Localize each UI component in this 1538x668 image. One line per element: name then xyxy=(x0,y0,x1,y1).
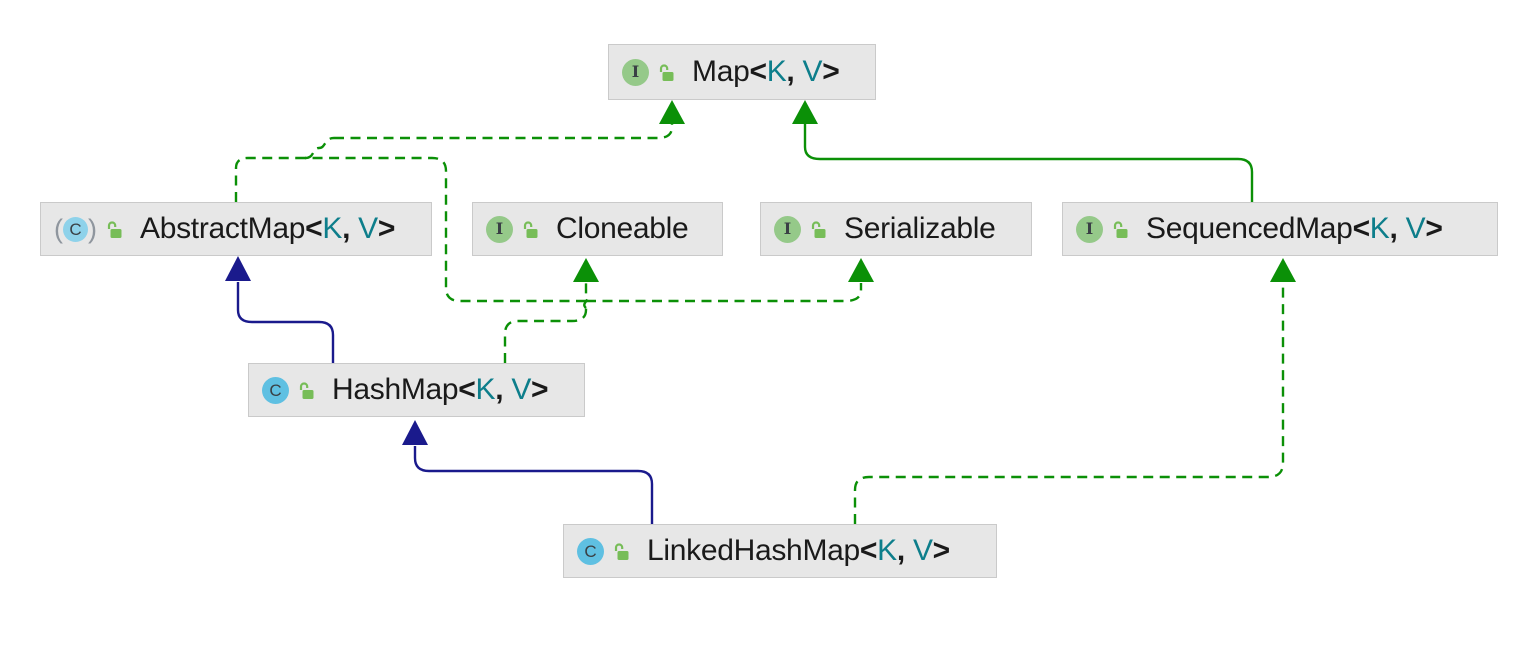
abstract-paren-left: ( xyxy=(54,213,63,244)
interface-icon: I xyxy=(622,58,649,86)
node-label: Map<K, V> xyxy=(692,55,840,88)
interface-icon-letter: I xyxy=(495,219,504,238)
class-node-serializable[interactable]: I Serializable xyxy=(760,202,1032,256)
class-icon-letter: C xyxy=(584,541,597,561)
edge-hashmap-implements-serializable[interactable] xyxy=(586,258,874,303)
node-label: AbstractMap<K, V> xyxy=(140,212,396,245)
edge-linkedhashmap-extends-hashmap[interactable] xyxy=(402,420,654,524)
public-open-lock-icon xyxy=(522,220,539,239)
class-icon-letter: C xyxy=(69,219,82,239)
public-open-lock-icon xyxy=(1112,220,1129,239)
class-icon: C xyxy=(262,376,289,404)
interface-icon-letter: I xyxy=(631,62,640,81)
class-node-cloneable[interactable]: I Cloneable xyxy=(472,202,723,256)
class-node-abstractmap[interactable]: ( C ) AbstractMap<K, V> xyxy=(40,202,432,256)
public-open-lock-icon xyxy=(810,220,827,239)
interface-icon: I xyxy=(486,215,513,243)
class-node-map[interactable]: I Map<K, V> xyxy=(608,44,876,100)
public-open-lock-icon xyxy=(613,542,630,561)
class-icon: C xyxy=(577,537,604,565)
node-label: SequencedMap<K, V> xyxy=(1146,212,1443,245)
class-node-hashmap[interactable]: C HashMap<K, V> xyxy=(248,363,585,417)
abstract-class-icon: ( C ) xyxy=(54,213,97,244)
interface-icon-letter: I xyxy=(1085,219,1094,238)
edge-linkedhashmap-implements-sequencedmap[interactable] xyxy=(853,258,1296,524)
public-open-lock-icon xyxy=(106,220,123,239)
interface-icon: I xyxy=(1076,215,1103,243)
interface-icon: I xyxy=(774,215,801,243)
edge-sequencedmap-extends-map[interactable] xyxy=(792,100,1254,202)
node-label: Serializable xyxy=(844,212,996,245)
interface-icon-letter: I xyxy=(783,219,792,238)
class-node-linkedhashmap[interactable]: C LinkedHashMap<K, V> xyxy=(563,524,997,578)
class-icon-letter: C xyxy=(269,380,282,400)
edge-hashmap-extends-abstractmap[interactable] xyxy=(225,256,335,363)
class-node-sequencedmap[interactable]: I SequencedMap<K, V> xyxy=(1062,202,1498,256)
node-label: LinkedHashMap<K, V> xyxy=(647,534,950,567)
node-label: HashMap<K, V> xyxy=(332,373,549,406)
abstract-paren-right: ) xyxy=(88,213,97,244)
public-open-lock-icon xyxy=(298,381,315,400)
edge-abstractmap-implements-map[interactable] xyxy=(234,100,685,202)
public-open-lock-icon xyxy=(658,63,675,82)
node-label: Cloneable xyxy=(556,212,689,245)
edge-hashmap-implements-map[interactable] xyxy=(305,156,588,363)
